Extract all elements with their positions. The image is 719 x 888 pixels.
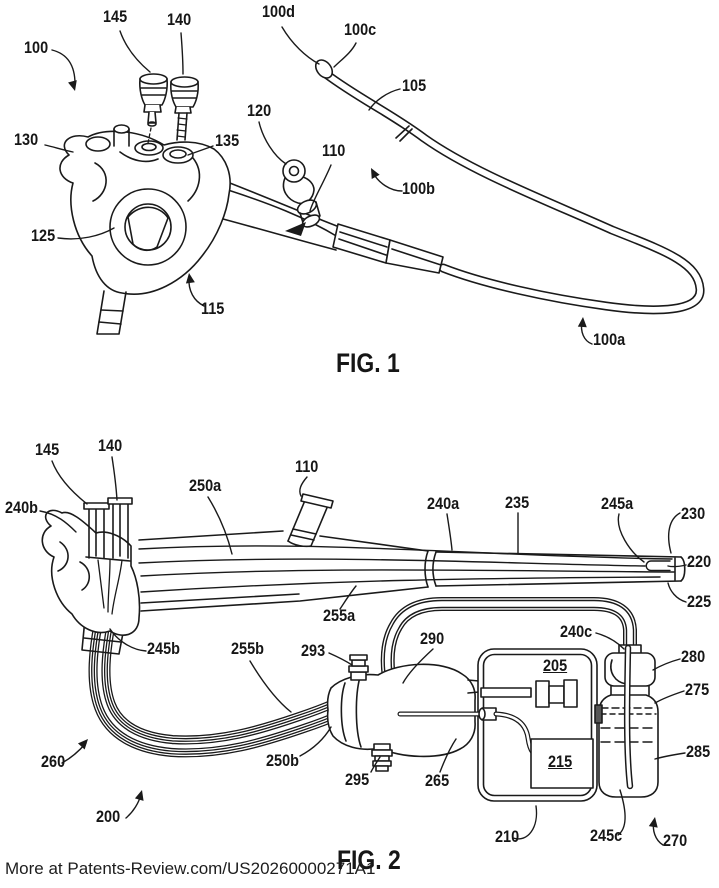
fig2-water-bottle bbox=[594, 644, 659, 798]
fig1-ref-100d: 100d bbox=[262, 2, 295, 21]
fig1-control-knob bbox=[109, 188, 187, 266]
fig2-channel-outlet bbox=[645, 560, 671, 572]
fig1-handle bbox=[59, 124, 231, 335]
fig2-ref-235: 235 bbox=[505, 493, 530, 512]
fig2-ref-225: 225 bbox=[687, 592, 712, 611]
fig2-ref-245b: 245b bbox=[147, 639, 180, 658]
fig2-mount-clip bbox=[594, 704, 603, 724]
fig2-tube-loop bbox=[380, 597, 637, 691]
fig1-ref-105: 105 bbox=[402, 76, 427, 95]
fig2-ref-245c: 245c bbox=[590, 826, 623, 845]
fig2-ref-240a: 240a bbox=[427, 494, 460, 513]
fig2-box-215 bbox=[530, 738, 594, 789]
fig1-air-water-valve bbox=[170, 76, 199, 141]
fig1-ref-100a: 100a bbox=[593, 330, 626, 349]
fig2-valve-stems bbox=[83, 497, 133, 562]
fig2-ref-260: 260 bbox=[41, 752, 66, 771]
fig2-ref-200: 200 bbox=[96, 807, 121, 826]
fig2-straw-tube bbox=[623, 644, 634, 790]
fig1-ref-110: 110 bbox=[322, 141, 346, 160]
fig2-ref-250a: 250a bbox=[189, 476, 222, 495]
fig2-ref-295: 295 bbox=[345, 770, 370, 789]
fig1-ref-130: 130 bbox=[14, 130, 39, 149]
fig2-ref-290: 290 bbox=[420, 629, 445, 648]
fig1-ref-100: 100 bbox=[24, 38, 49, 57]
fig2-ref-255b: 255b bbox=[231, 639, 264, 658]
fig2-leader-lines bbox=[39, 456, 687, 846]
fig1-distal-tip bbox=[314, 59, 334, 79]
fig2-internal-channels bbox=[138, 545, 675, 593]
fig1-handle-grip bbox=[96, 290, 127, 335]
fig2-ref-205: 205 bbox=[543, 656, 568, 675]
fig2-ref-240c: 240c bbox=[560, 622, 593, 641]
fig2-drawing bbox=[39, 456, 687, 846]
fig2-water-tube bbox=[397, 707, 545, 760]
fig2-light-guide-bar bbox=[480, 687, 532, 698]
fig2-caption: FIG. 2 bbox=[337, 845, 401, 875]
fig2-valve-295 bbox=[371, 743, 393, 772]
fig2-ref-220: 220 bbox=[687, 552, 712, 571]
fig1-ref-120: 120 bbox=[247, 101, 272, 120]
fig1-ref-140: 140 bbox=[167, 10, 192, 29]
fig2-ref-285: 285 bbox=[686, 742, 711, 761]
fig2-ref-275: 275 bbox=[685, 680, 710, 699]
fig2-ref-280: 280 bbox=[681, 647, 706, 666]
fig1-drawing bbox=[44, 26, 705, 345]
fig2-ref-230: 230 bbox=[681, 504, 706, 523]
fig1-suction-valve bbox=[139, 73, 168, 144]
fig1-ref-135: 135 bbox=[215, 131, 240, 150]
fig2-ref-293: 293 bbox=[301, 641, 326, 660]
fig2-plug-205 bbox=[535, 679, 578, 708]
fig2-eyepiece bbox=[287, 493, 334, 548]
fig1-ref-100c: 100c bbox=[344, 20, 377, 39]
fig1-insertion-tube bbox=[314, 59, 705, 315]
fig2-ref-245a: 245a bbox=[601, 494, 634, 513]
fig2-connector bbox=[326, 654, 480, 772]
fig1-leader-lines bbox=[44, 26, 593, 345]
fig2-ref-110: 110 bbox=[295, 457, 319, 476]
fig2-ref-265: 265 bbox=[425, 771, 450, 790]
fig2-ref-255a: 255a bbox=[323, 606, 356, 625]
fig1-tube-band bbox=[395, 125, 413, 142]
fig1-ref-100b: 100b bbox=[402, 179, 435, 198]
fig2-ref-215: 215 bbox=[548, 752, 573, 771]
fig1-biopsy-port bbox=[282, 159, 321, 236]
fig2-scope-body bbox=[138, 530, 686, 612]
fig2-ref-270: 270 bbox=[663, 831, 688, 850]
fig2-ref-240b: 240b bbox=[5, 498, 38, 517]
fig2-valve-293 bbox=[348, 654, 369, 681]
fig1-caption: FIG. 1 bbox=[336, 348, 400, 378]
fig2-ref-250b: 250b bbox=[266, 751, 299, 770]
fig1-ref-115: 115 bbox=[201, 299, 225, 318]
fig1-boot bbox=[332, 223, 444, 274]
fig2-ref-210: 210 bbox=[495, 827, 520, 846]
fig1-ref-125: 125 bbox=[31, 226, 56, 245]
watermark-text: More at Patents-Review.com/US20260000271… bbox=[5, 859, 376, 878]
fig1-ref-145: 145 bbox=[103, 7, 128, 26]
fig2-console bbox=[397, 648, 598, 802]
fig2-ref-140: 140 bbox=[98, 436, 123, 455]
fig2-handle bbox=[41, 497, 141, 636]
fig2-umbilical-bundle bbox=[81, 601, 348, 758]
fig2-ref-145: 145 bbox=[35, 440, 60, 459]
